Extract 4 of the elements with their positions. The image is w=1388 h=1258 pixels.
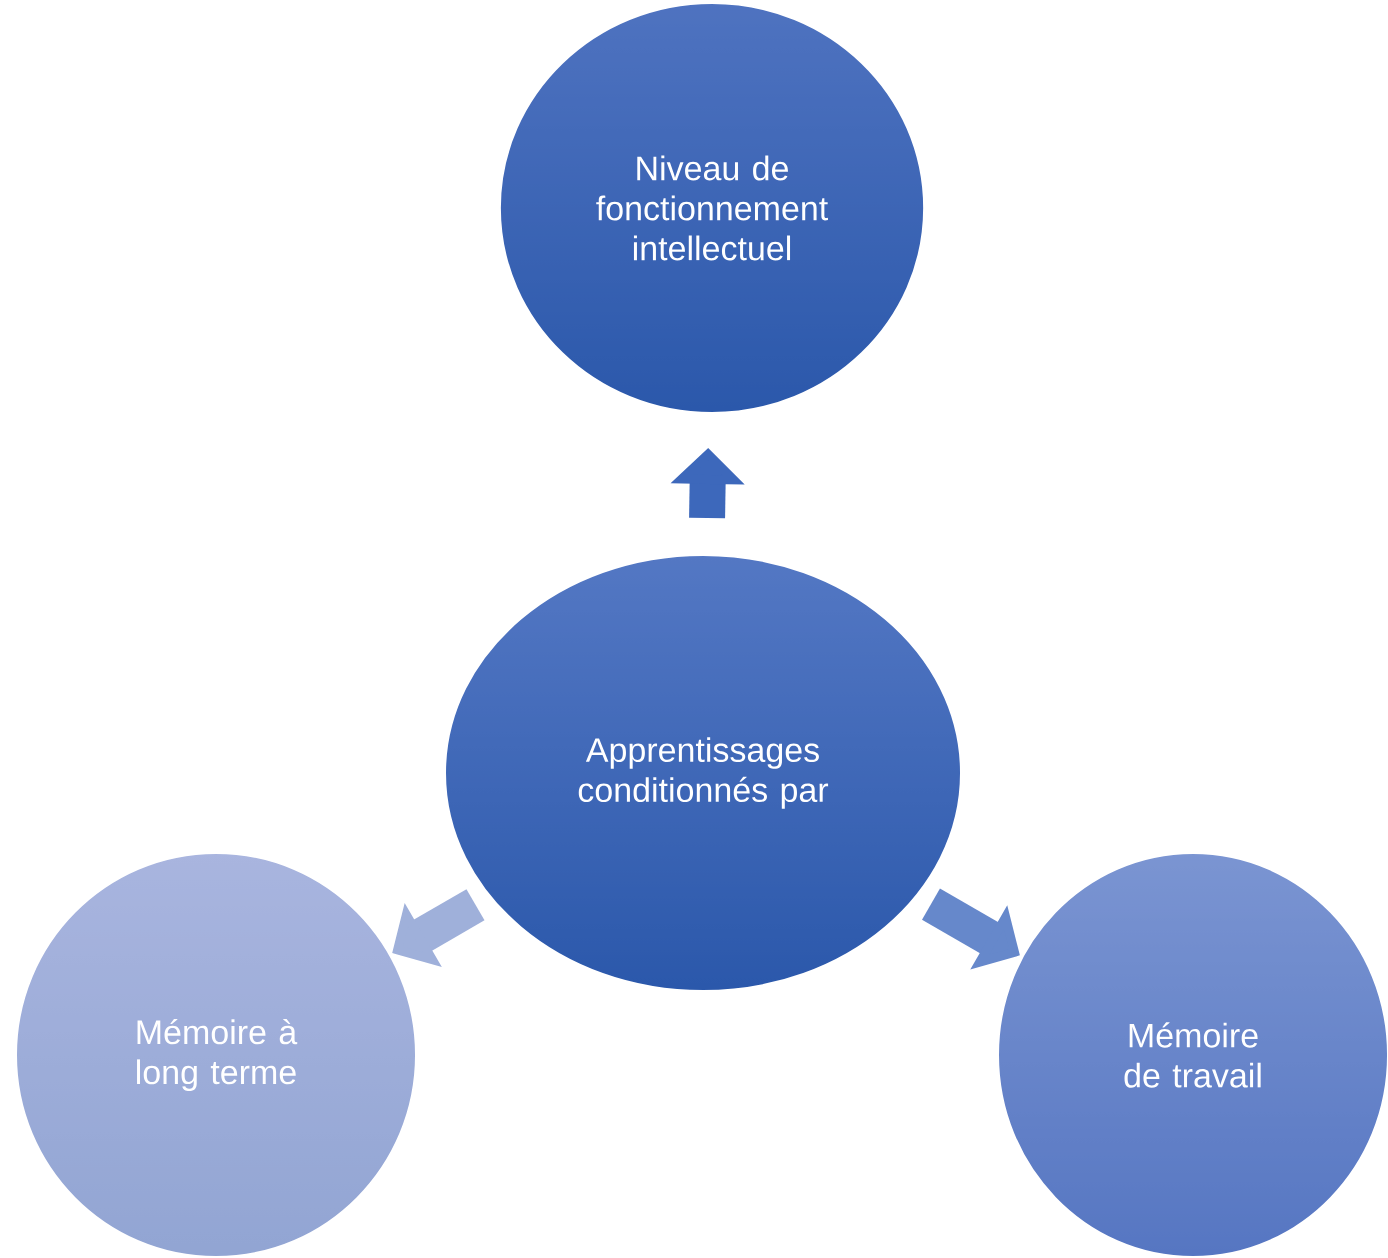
circle-node: Mémoire de travail	[997, 852, 1388, 1258]
circle-node: Apprentissages conditionnés par	[444, 554, 962, 992]
circle-node: Mémoire à long terme	[15, 852, 417, 1258]
circle-node: Niveau de fonctionnement intellectuel	[498, 2, 926, 414]
